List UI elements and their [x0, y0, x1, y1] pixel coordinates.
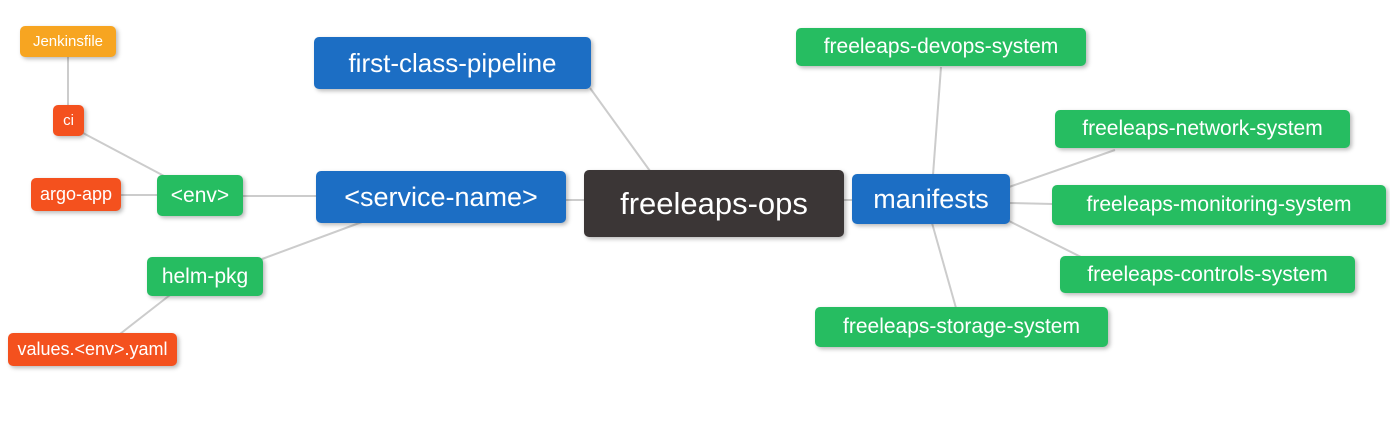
node-first-class-pipeline: first-class-pipeline	[314, 37, 591, 89]
node-freeleaps-devops-system: freeleaps-devops-system	[796, 28, 1086, 66]
node-jenkinsfile: Jenkinsfile	[20, 26, 116, 57]
node-service-name: <service-name>	[316, 171, 566, 223]
node-values-env-yaml: values.<env>.yaml	[8, 333, 177, 366]
edge-ci-env	[82, 132, 167, 178]
node-argo-app: argo-app	[31, 178, 121, 211]
edge-manifests-freeleaps-devops-system	[932, 66, 942, 176]
edge-manifests-freeleaps-network-system	[1008, 149, 1116, 188]
edge-manifests-freeleaps-monitoring-system	[1008, 202, 1054, 205]
node-freeleaps-network-system: freeleaps-network-system	[1055, 110, 1350, 148]
edge-service-name-helm-pkg	[261, 221, 363, 260]
node-ci: ci	[53, 105, 84, 136]
node-freeleaps-storage-system: freeleaps-storage-system	[815, 307, 1108, 347]
node-freeleaps-controls-system: freeleaps-controls-system	[1060, 256, 1355, 293]
node-manifests: manifests	[852, 174, 1010, 224]
edge-helm-pkg-values-env-yaml	[119, 294, 171, 335]
node-freeleaps-ops: freeleaps-ops	[584, 170, 844, 237]
edge-manifests-freeleaps-storage-system	[931, 222, 957, 309]
node-helm-pkg: helm-pkg	[147, 257, 263, 296]
edge-first-class-pipeline-freeleaps-ops	[589, 87, 651, 172]
node-env: <env>	[157, 175, 243, 216]
edge-manifests-freeleaps-controls-system	[1008, 220, 1082, 258]
node-freeleaps-monitoring-system: freeleaps-monitoring-system	[1052, 185, 1386, 225]
